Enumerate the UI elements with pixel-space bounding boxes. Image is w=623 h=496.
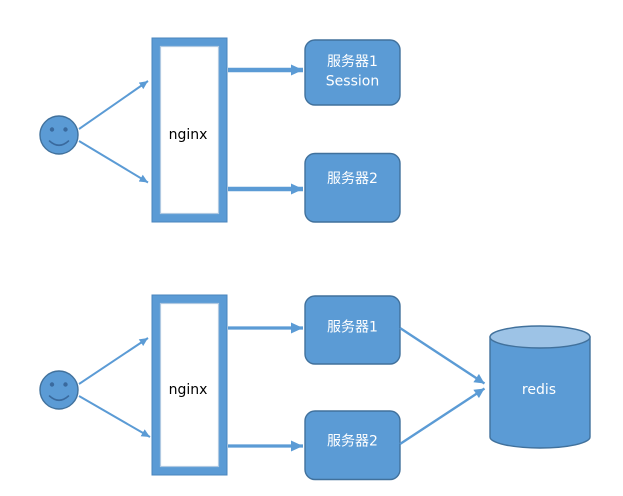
user-smile	[48, 395, 70, 402]
user-smile	[48, 140, 70, 147]
nginx-inner-panel	[159, 45, 220, 215]
server1-box	[304, 39, 401, 106]
server2-box	[304, 410, 401, 481]
server1-node: 服务器1	[304, 295, 401, 365]
arrow-user-to-nginx-upper	[78, 337, 149, 385]
nginx-inner-panel	[159, 302, 220, 468]
server1-box	[304, 295, 401, 365]
server2-node: 服务器2	[304, 410, 401, 481]
user-eye-right	[63, 127, 68, 132]
server2-node: 服务器2	[304, 152, 401, 223]
user-eye-left	[49, 382, 55, 387]
diagram-top: nginx 服务器1 Session 服务器2	[39, 37, 401, 223]
user-eye-right	[63, 382, 68, 387]
arrow-user-to-nginx-lower	[78, 140, 149, 184]
redis-database-cylinder-top	[489, 325, 591, 349]
user-smiley-icon	[39, 115, 79, 155]
user-face	[39, 115, 79, 155]
redis-label: redis	[522, 382, 556, 398]
arrow-server1-to-redis	[399, 326, 486, 385]
nginx-label: nginx	[169, 382, 208, 398]
arrow-server2-to-redis	[399, 387, 486, 446]
server1-label-line1: 服务器1	[327, 54, 378, 70]
nginx-node: nginx	[151, 37, 228, 223]
server2-label: 服务器2	[327, 434, 378, 450]
nginx-label: nginx	[169, 127, 208, 143]
server2-box	[304, 152, 401, 223]
server2-label: 服务器2	[327, 171, 378, 187]
redis-database-cylinder-body	[489, 336, 591, 449]
user-face	[39, 370, 79, 410]
arrow-user-to-nginx-lower	[78, 395, 151, 438]
redis-node: redis	[489, 325, 591, 449]
server1-node: 服务器1 Session	[304, 39, 401, 106]
diagram-bottom: nginx 服务器1 服务器2 redis	[39, 294, 591, 481]
user-smiley-icon	[39, 370, 79, 410]
server1-label-line2: Session	[326, 74, 379, 90]
nginx-node: nginx	[151, 294, 228, 476]
user-eye-left	[49, 127, 55, 132]
server1-label: 服务器1	[327, 320, 378, 336]
arrow-user-to-nginx-upper	[78, 80, 149, 130]
